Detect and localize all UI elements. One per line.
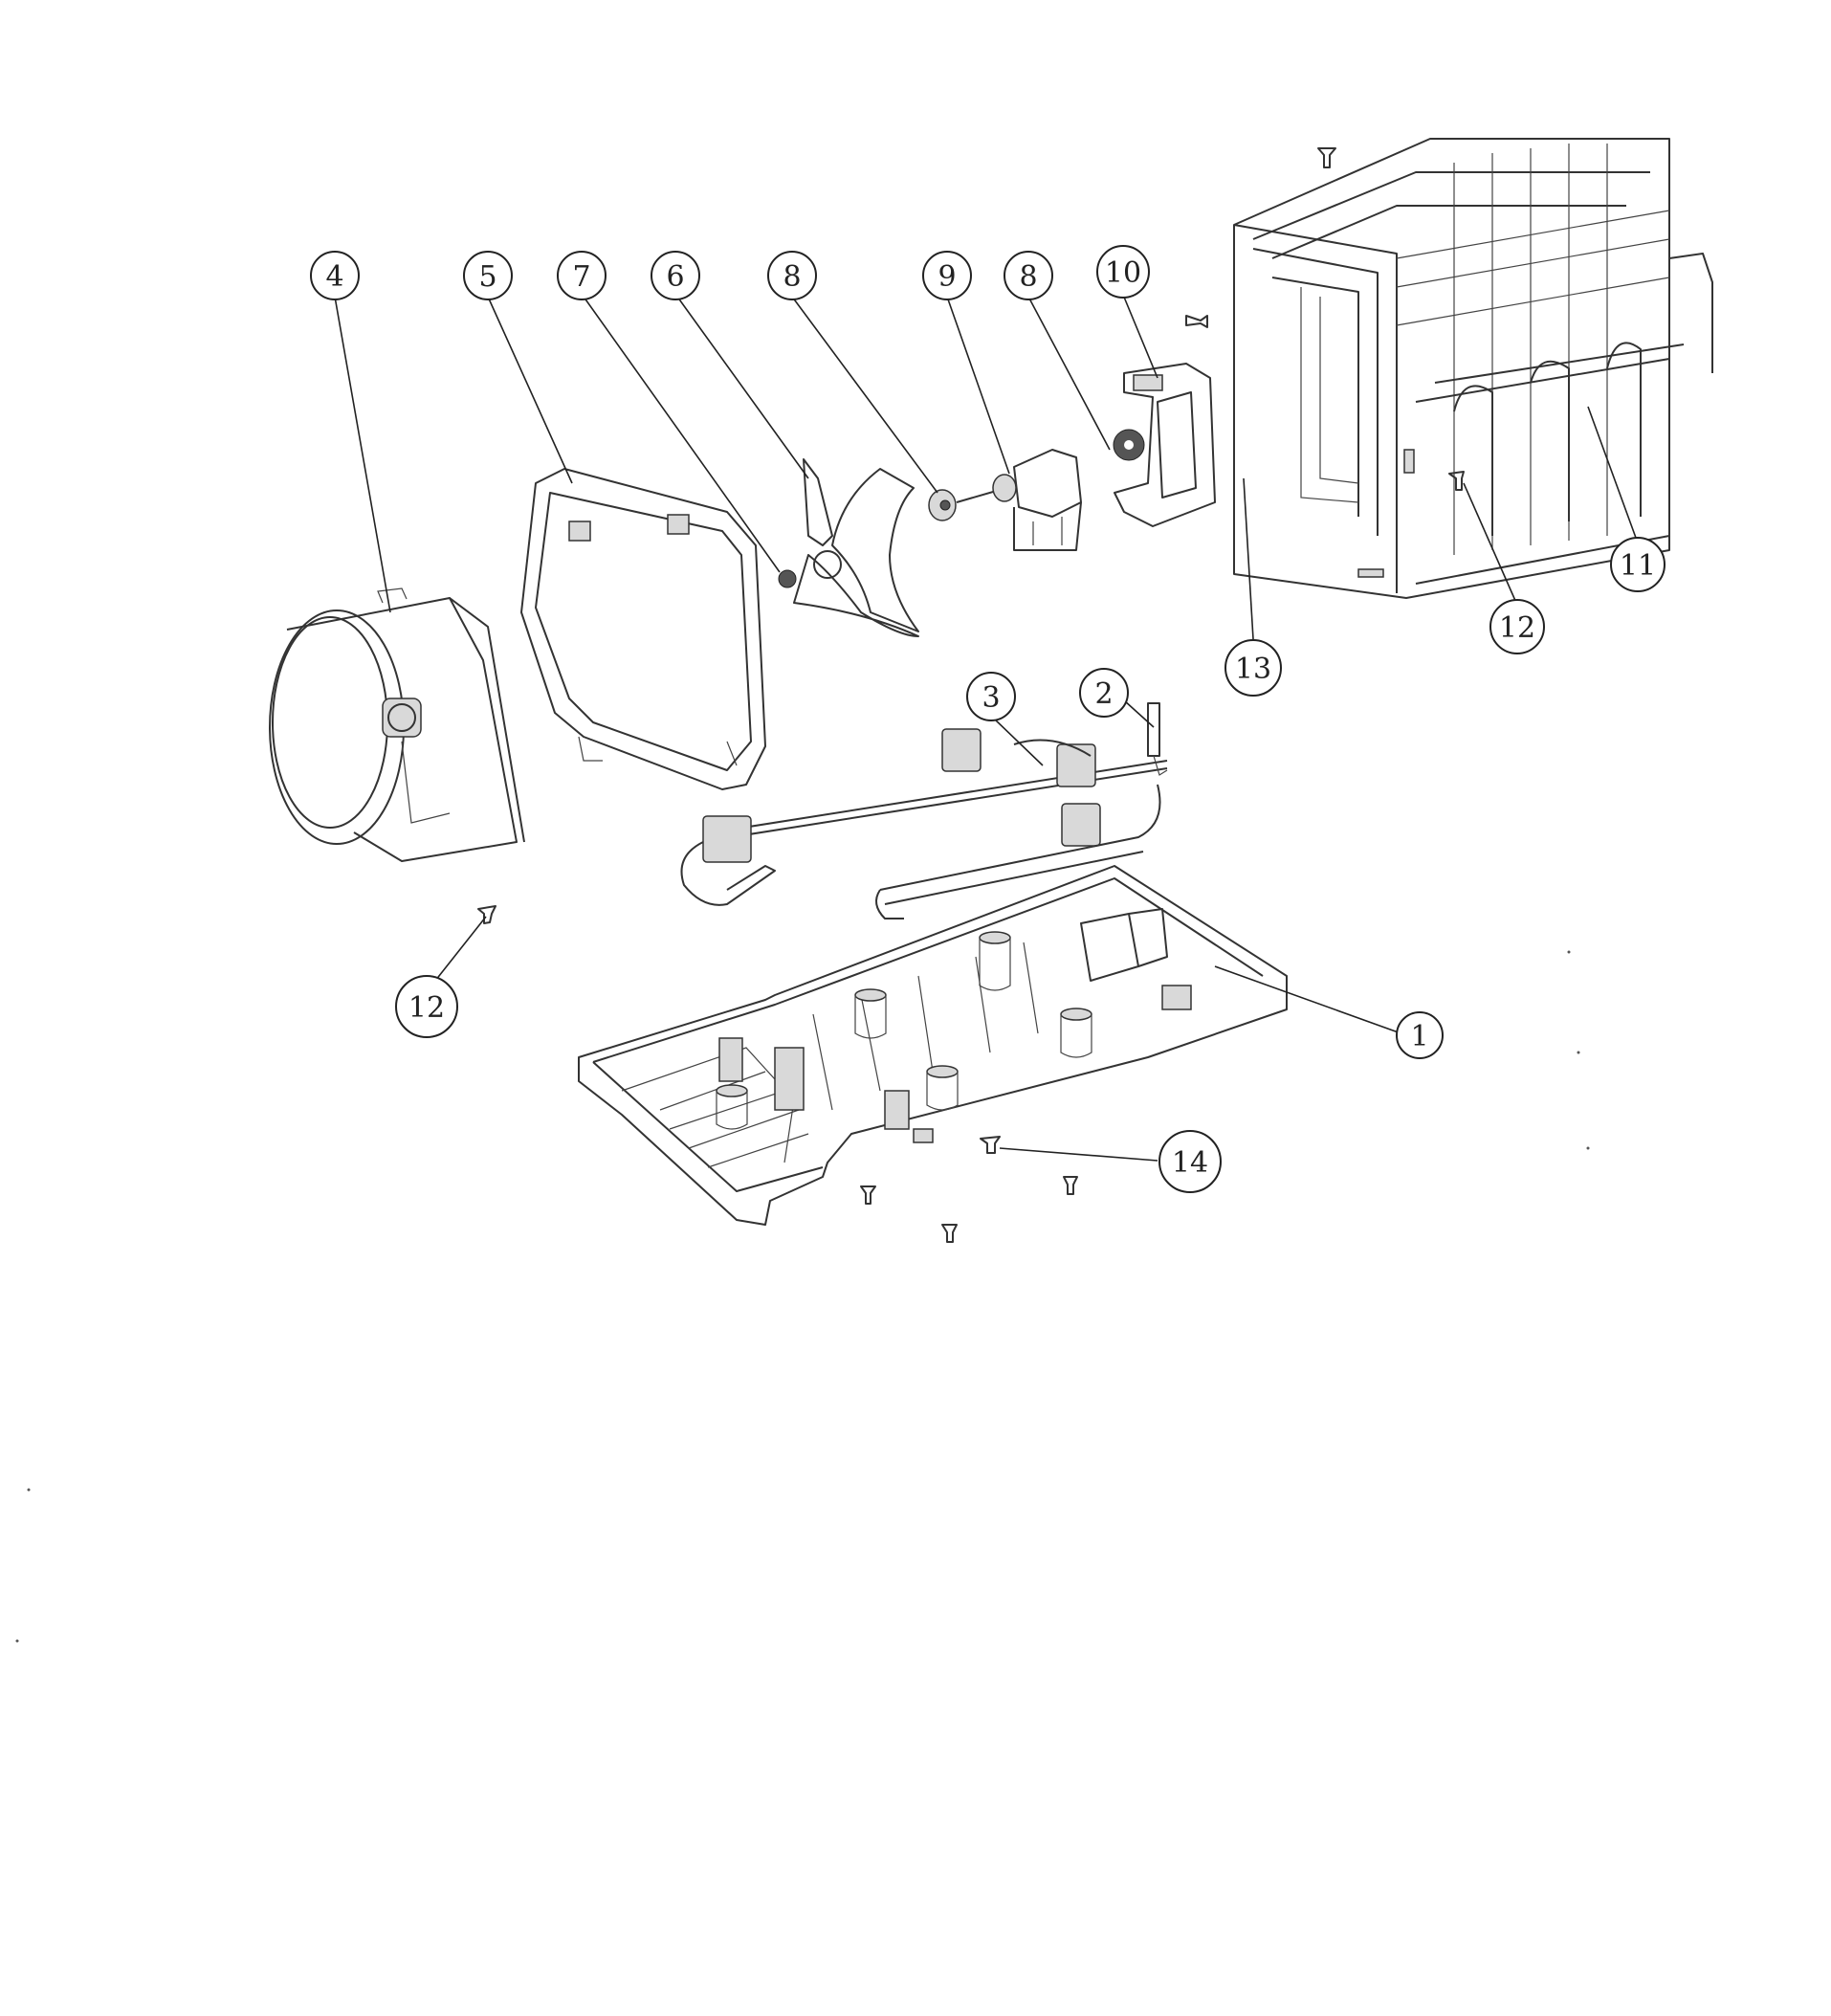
callout-2: 2 [1079, 668, 1129, 718]
callout-label: 12 [408, 991, 445, 1025]
part-3-heater [680, 728, 1168, 919]
callout-12-right: 12 [1489, 599, 1545, 654]
callout-label: 2 [1094, 677, 1113, 711]
callout-label: 8 [1019, 260, 1037, 294]
scan-speck [1586, 1146, 1590, 1150]
callout-1: 1 [1396, 1011, 1444, 1059]
part-12-screw-left [477, 905, 496, 924]
scan-speck [1577, 1051, 1580, 1054]
callout-label: 9 [938, 260, 956, 294]
part-9-motor [956, 449, 1082, 551]
part-10-motor-bracket [1114, 363, 1216, 527]
callout-8-left: 8 [767, 251, 817, 300]
callout-label: 12 [1499, 611, 1535, 645]
screw-bottom-3 [941, 1224, 958, 1243]
callout-3: 3 [966, 672, 1016, 721]
screw-top-right [1317, 147, 1336, 168]
part-11-evaporator-coil [1233, 138, 1713, 599]
scan-speck [1567, 950, 1571, 954]
callout-12-left: 12 [395, 975, 458, 1038]
callout-label: 4 [325, 260, 343, 294]
callout-10: 10 [1096, 245, 1150, 299]
part-5-shroud-frame [520, 468, 766, 790]
leader-lines [334, 294, 1637, 1162]
screw-bottom-2 [1063, 1176, 1078, 1195]
callout-4: 4 [310, 251, 360, 300]
callout-label: 13 [1235, 653, 1271, 686]
part-6-fan-blade [793, 458, 919, 637]
part-2-sensor [1147, 702, 1168, 776]
part-14-screw [980, 1136, 1001, 1154]
callout-11: 11 [1610, 537, 1666, 592]
callout-label: 3 [982, 681, 1000, 715]
part-12-screw-right [1448, 471, 1465, 491]
part-7-nut [778, 569, 797, 588]
screw-bracket [1185, 315, 1208, 328]
callout-13: 13 [1224, 639, 1282, 697]
scan-speck [27, 1488, 31, 1492]
callout-label: 11 [1620, 549, 1656, 583]
callout-label: 8 [783, 260, 801, 294]
callout-8-right: 8 [1004, 251, 1053, 300]
callout-label: 14 [1172, 1146, 1208, 1180]
callout-7: 7 [557, 251, 607, 300]
callout-label: 6 [666, 260, 684, 294]
callout-14: 14 [1158, 1130, 1222, 1193]
callout-label: 1 [1410, 1020, 1428, 1053]
callout-6: 6 [651, 251, 700, 300]
part-8-mount-right [1113, 429, 1145, 461]
part-8-washer-left [928, 489, 957, 521]
callout-label: 5 [478, 260, 496, 294]
part-1-base-pan [578, 865, 1288, 1226]
screw-bottom-1 [860, 1185, 876, 1205]
callout-5: 5 [463, 251, 513, 300]
callout-9: 9 [922, 251, 972, 300]
part-4-front-shroud [269, 587, 525, 862]
callout-label: 7 [572, 260, 590, 294]
callout-label: 10 [1105, 256, 1141, 290]
scan-speck [15, 1639, 19, 1643]
